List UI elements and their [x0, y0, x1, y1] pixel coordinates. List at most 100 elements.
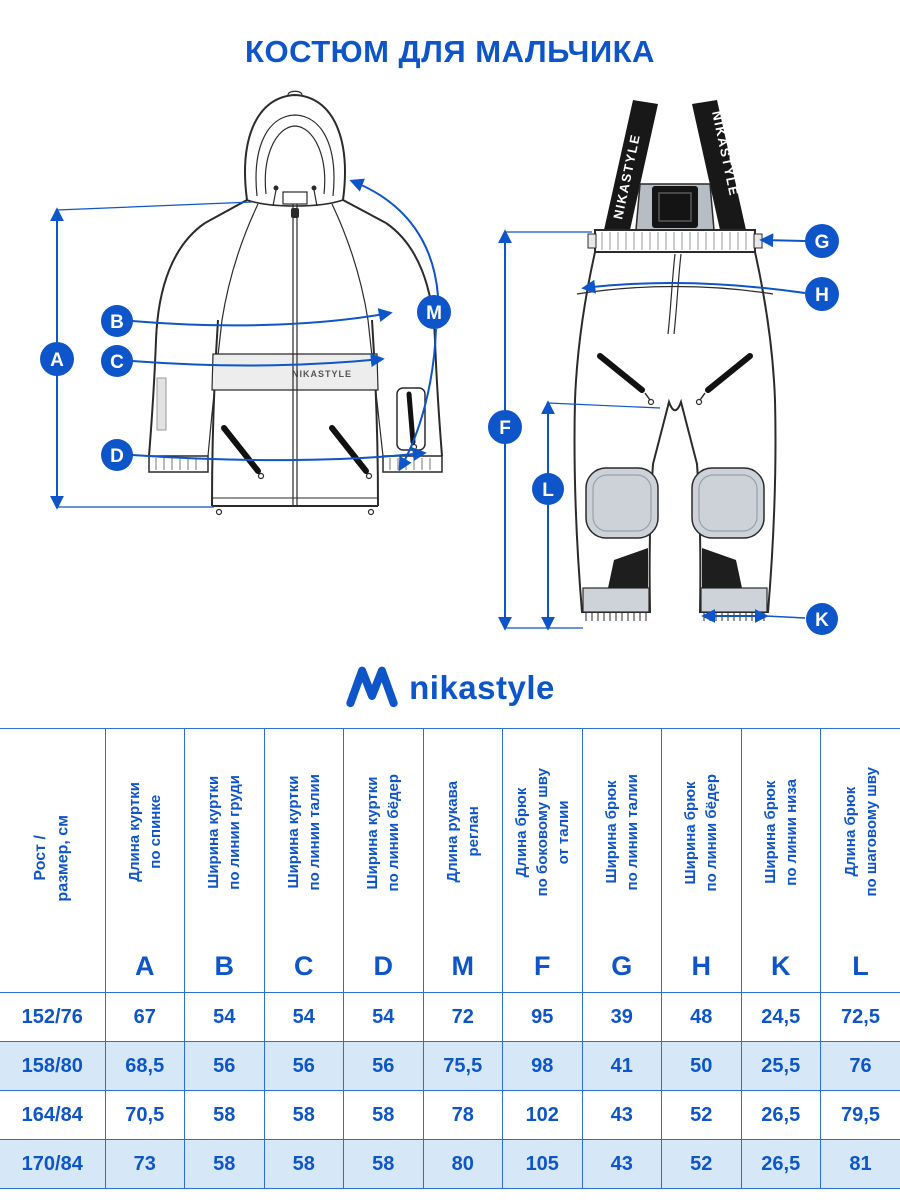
- marker-a: A: [40, 342, 74, 376]
- value-H-152/76: 48: [661, 992, 742, 1042]
- value-D-158/80: 56: [343, 1041, 424, 1091]
- value-A-158/80: 68,5: [104, 1041, 185, 1091]
- jacket-marker-badges: A B C D M: [40, 295, 451, 471]
- right-suspender: [692, 100, 746, 230]
- pants-marker-badges: G H F L K: [488, 224, 839, 635]
- col-header-label-K: Ширина брюк по линии низа: [740, 728, 821, 941]
- value-L-152/76: 72,5: [820, 992, 900, 1042]
- jacket-drawing: NIKASTYLE: [148, 90, 443, 516]
- col-letter-B: B: [184, 940, 265, 993]
- value-F-170/84: 105: [502, 1139, 583, 1189]
- page-title: КОСТЮМ ДЛЯ МАЛЬЧИКА: [245, 34, 655, 69]
- jacket-chest-label: NIKASTYLE: [292, 369, 352, 379]
- marker-h: H: [805, 277, 839, 311]
- value-F-164/84: 102: [502, 1090, 583, 1140]
- col-header-label-L: Длина брюк по шаговому шву: [820, 728, 900, 941]
- col-letter-L: L: [820, 940, 900, 993]
- svg-text:A: A: [50, 350, 64, 371]
- value-A-164/84: 70,5: [104, 1090, 185, 1140]
- row-size: 158/80: [0, 1041, 106, 1091]
- pants-measurements: [498, 229, 806, 631]
- col-header-label-M: Длина рукава реглан: [422, 728, 503, 941]
- value-H-164/84: 52: [661, 1090, 742, 1140]
- col-letter-M: M: [422, 940, 503, 993]
- svg-text:M: M: [426, 303, 442, 324]
- value-D-152/76: 54: [343, 992, 424, 1042]
- marker-m: M: [417, 295, 451, 329]
- col-letter-G: G: [581, 940, 662, 993]
- value-B-158/80: 56: [184, 1041, 265, 1091]
- col-letter-H: H: [661, 940, 742, 993]
- brand-logo-text: nikastyle: [409, 669, 555, 706]
- col-letter-C: C: [263, 940, 344, 993]
- value-G-158/80: 41: [581, 1041, 662, 1091]
- svg-text:H: H: [815, 285, 829, 306]
- sleeve-reflective-strip: [156, 377, 167, 431]
- svg-text:D: D: [110, 446, 124, 467]
- pants-left-pocket: [597, 353, 645, 393]
- value-C-158/80: 56: [263, 1041, 344, 1091]
- value-L-158/80: 76: [820, 1041, 900, 1091]
- jacket-left-pocket: [221, 425, 261, 474]
- marker-d: D: [101, 439, 133, 471]
- svg-text:B: B: [110, 312, 124, 333]
- row-size: 170/84: [0, 1139, 106, 1189]
- value-M-158/80: 75,5: [422, 1041, 503, 1091]
- marker-k: K: [806, 603, 838, 635]
- value-B-164/84: 58: [184, 1090, 265, 1140]
- brand-mark-icon: [345, 663, 399, 714]
- value-C-170/84: 58: [263, 1139, 344, 1189]
- value-K-152/76: 24,5: [740, 992, 821, 1042]
- marker-b: B: [101, 305, 133, 337]
- col-header-label-H: Ширина брюк по линии бёдер: [661, 728, 742, 941]
- value-G-170/84: 43: [581, 1139, 662, 1189]
- right-knee-patch: [691, 467, 765, 539]
- svg-text:C: C: [110, 352, 124, 373]
- marker-g: G: [805, 224, 839, 258]
- svg-text:G: G: [815, 232, 830, 253]
- col-header-label-A: Длина куртки по спинке: [104, 728, 185, 941]
- value-A-170/84: 73: [104, 1139, 185, 1189]
- value-A-152/76: 67: [104, 992, 185, 1042]
- marker-c: C: [101, 345, 133, 377]
- col-letter-A: A: [105, 940, 185, 993]
- col-letter-K: K: [740, 940, 821, 993]
- svg-text:F: F: [499, 418, 511, 439]
- value-L-170/84: 81: [820, 1139, 900, 1189]
- col-letter-D: D: [343, 940, 424, 993]
- col-header-label-D: Ширина куртки по линии бёдер: [343, 728, 424, 941]
- col-header-size: Рост / размер, см: [0, 728, 106, 993]
- svg-text:L: L: [542, 480, 554, 501]
- value-K-170/84: 26,5: [740, 1139, 821, 1189]
- value-C-152/76: 54: [263, 992, 344, 1042]
- value-M-170/84: 80: [422, 1139, 503, 1189]
- svg-text:K: K: [815, 610, 829, 631]
- brand-logo: nikastyle: [0, 660, 900, 716]
- value-M-164/84: 78: [422, 1090, 503, 1140]
- value-D-164/84: 58: [343, 1090, 424, 1140]
- col-letter-F: F: [502, 940, 583, 993]
- value-F-152/76: 95: [502, 992, 583, 1042]
- value-K-164/84: 26,5: [740, 1090, 821, 1140]
- value-H-158/80: 50: [661, 1041, 742, 1091]
- marker-l: L: [532, 473, 564, 505]
- value-G-152/76: 39: [581, 992, 662, 1042]
- marker-f: F: [488, 410, 522, 444]
- value-C-164/84: 58: [263, 1090, 344, 1140]
- value-H-170/84: 52: [661, 1139, 742, 1189]
- jacket-right-pocket: [329, 425, 369, 474]
- value-G-164/84: 43: [581, 1090, 662, 1140]
- col-header-label-C: Ширина куртки по линии талии: [263, 728, 344, 941]
- value-D-170/84: 58: [343, 1139, 424, 1189]
- value-M-152/76: 72: [422, 992, 503, 1042]
- bib-logo-patch: [652, 186, 698, 228]
- col-header-label-F: Длина брюк по боковому шву от талии: [502, 728, 583, 941]
- col-header-label-G: Ширина брюк по линии талии: [581, 728, 662, 941]
- garment-diagram: NIKASTYLE A: [40, 90, 839, 635]
